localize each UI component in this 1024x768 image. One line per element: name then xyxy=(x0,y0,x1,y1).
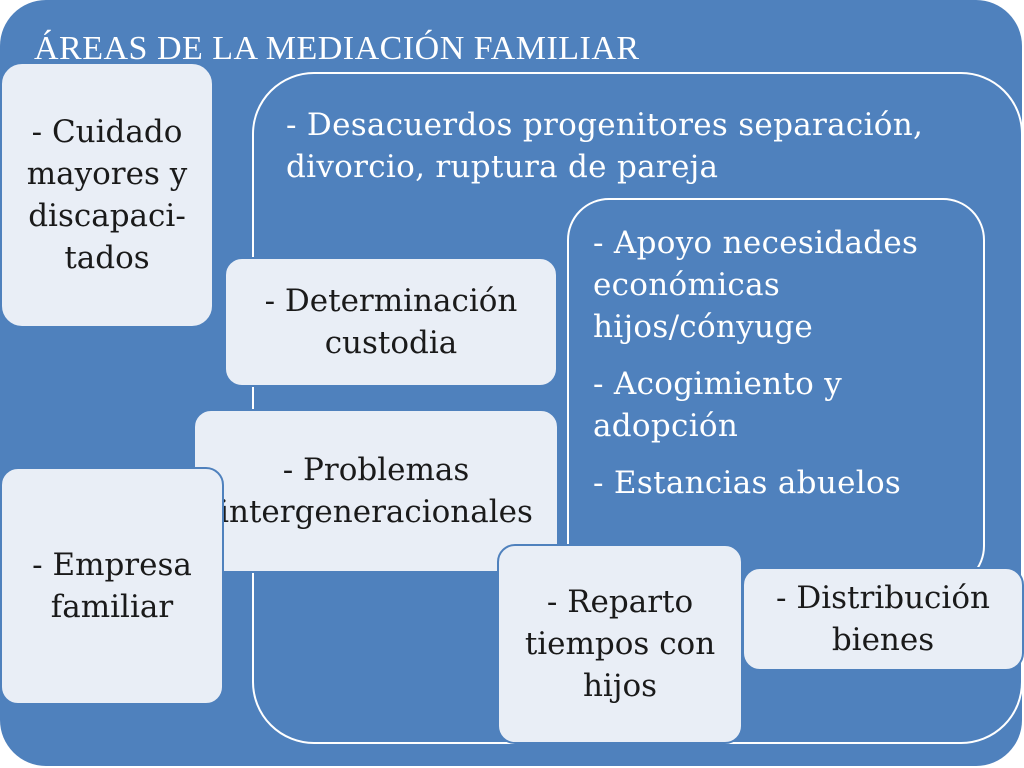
empresa-line-2: familiar xyxy=(50,589,174,625)
determinacion-line-2: custodia xyxy=(324,325,458,361)
reparto-line-2: tiempos con xyxy=(524,626,716,662)
determinacion-line-1: - Determinación xyxy=(264,283,518,319)
empresa-line-1: - Empresa xyxy=(32,547,192,583)
diagram-title: ÁREAS DE LA MEDIACIÓN FAMILIAR xyxy=(34,30,640,67)
acogimiento-line-1: - Acogimiento y xyxy=(593,366,843,402)
apoyo-text: - Apoyo necesidades económicas hijos/cón… xyxy=(593,222,918,348)
box-distribucion-bienes: - Distribución bienes xyxy=(742,567,1024,671)
problemas-line-2: intergeneracionales xyxy=(219,494,533,530)
cuidado-line-4: tados xyxy=(64,240,150,276)
desacuerdos-text: - Desacuerdos progenitores separación, d… xyxy=(286,104,923,188)
box-determinacion-custodia: - Determinación custodia xyxy=(224,257,558,387)
reparto-line-3: hijos xyxy=(582,668,658,704)
apoyo-line-1: - Apoyo necesidades xyxy=(593,225,919,261)
box-reparto-tiempos: - Reparto tiempos con hijos xyxy=(497,544,743,744)
box-problemas-intergeneracionales: - Problemas intergeneracionales xyxy=(193,409,559,573)
problemas-line-1: - Problemas xyxy=(282,452,470,488)
cuidado-line-1: - Cuidado xyxy=(31,114,183,150)
desacuerdos-line-1: - Desacuerdos progenitores separación, xyxy=(286,107,924,143)
acogimiento-line-2: adopción xyxy=(593,408,739,444)
desacuerdos-line-2: divorcio, ruptura de pareja xyxy=(286,149,719,185)
cuidado-line-3: discapaci- xyxy=(28,198,186,234)
estancias-text: - Estancias abuelos xyxy=(593,465,902,501)
reparto-line-1: - Reparto xyxy=(546,584,694,620)
box-empresa-familiar: - Empresa familiar xyxy=(0,467,224,705)
apoyo-line-2: económicas xyxy=(593,267,781,303)
box-cuidado-mayores: - Cuidado mayores y discapaci- tados xyxy=(0,62,214,328)
cuidado-line-2: mayores y xyxy=(26,156,188,192)
acogimiento-text: - Acogimiento y adopción xyxy=(593,363,842,447)
apoyo-line-3: hijos/cónyuge xyxy=(593,309,814,345)
distribucion-line-1: - Distribución xyxy=(776,580,990,616)
distribucion-line-2: bienes xyxy=(831,622,935,658)
